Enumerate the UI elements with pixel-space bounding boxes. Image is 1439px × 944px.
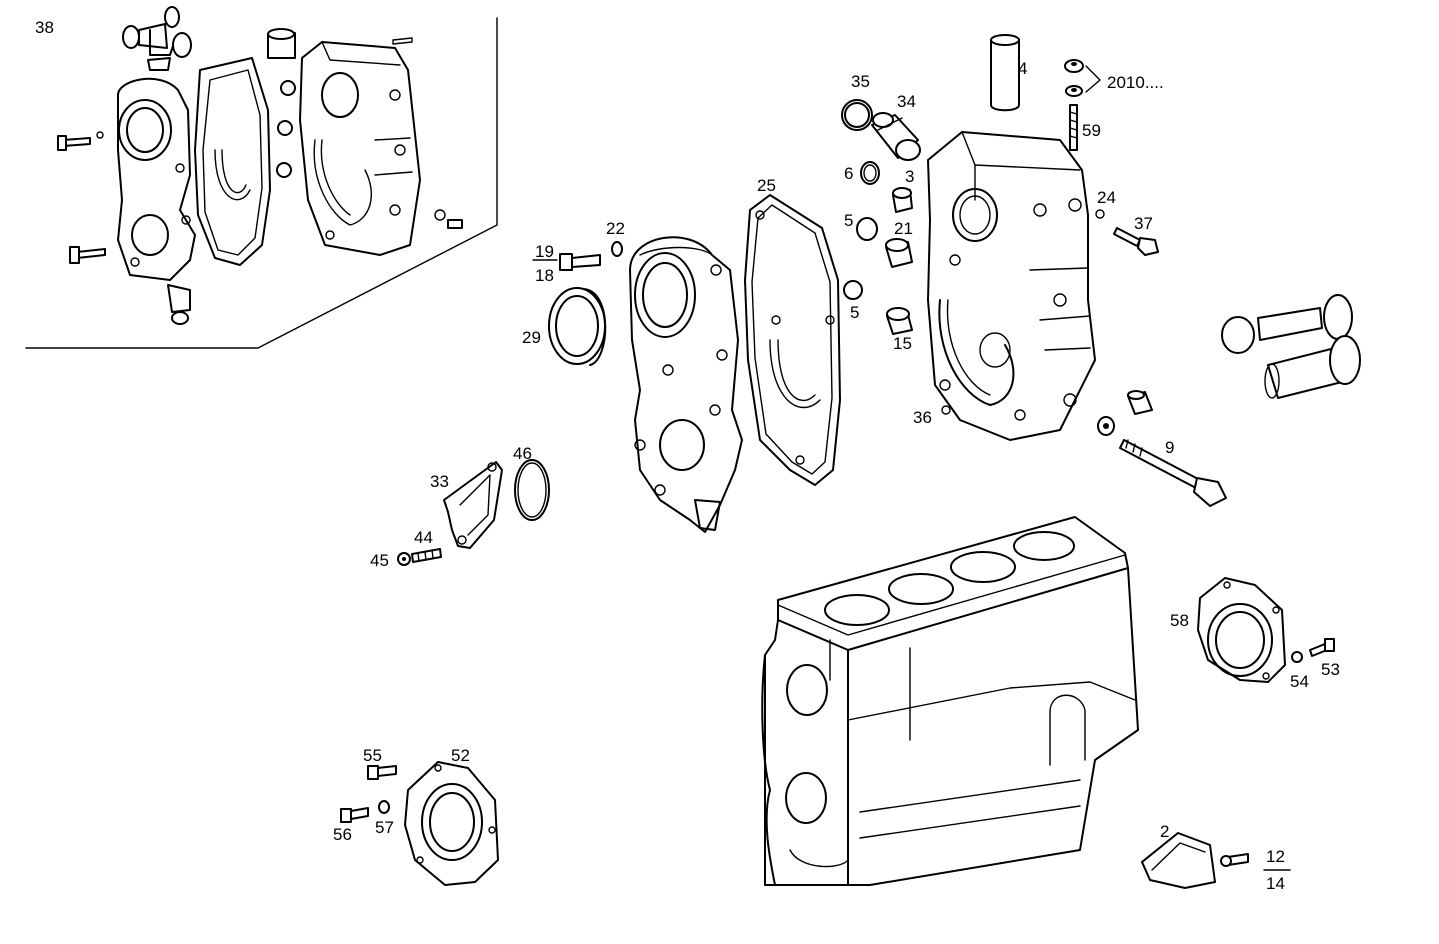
inset-panel (25, 17, 498, 349)
inset-assembly-drawing (57, 6, 463, 325)
label-2: 2 (1160, 822, 1169, 841)
part-52-front-seal-flange (404, 761, 499, 886)
inset-housing (299, 41, 421, 256)
label-34: 34 (897, 92, 916, 111)
label-37: 37 (1134, 214, 1153, 233)
part-19-bolt (559, 253, 601, 271)
part-25-gasket (744, 194, 841, 486)
label-5-upper: 5 (844, 211, 853, 230)
part-59-stud (1069, 104, 1078, 151)
label-56: 56 (333, 825, 352, 844)
inset-bolts (57, 37, 463, 264)
label-52: 52 (451, 746, 470, 765)
label-5-lower: 5 (850, 303, 859, 322)
inset-seal-housing (117, 77, 196, 325)
part-21-bush (885, 238, 913, 268)
label-44: 44 (414, 528, 433, 547)
part-36-plug (941, 405, 951, 415)
label-22: 22 (606, 219, 625, 238)
cap-nut (1127, 390, 1153, 415)
part-9-long-bolt (1119, 439, 1227, 507)
label-36: 36 (913, 408, 932, 427)
label-33: 33 (430, 472, 449, 491)
main-housing (927, 131, 1096, 441)
part-56-bolt (340, 807, 369, 823)
part-53-bolt (1309, 638, 1335, 657)
fraction-bars (532, 259, 1291, 871)
label-18: 18 (535, 266, 554, 285)
label-29: 29 (522, 328, 541, 347)
label-58: 58 (1170, 611, 1189, 630)
callout-labels: 38 2010.... 4 35 34 59 25 6 3 24 37 22 1… (35, 18, 1340, 893)
label-4: 4 (1018, 59, 1027, 78)
part-44-stud (411, 548, 442, 563)
part-46-oring (514, 459, 550, 521)
front-cover-housing (629, 236, 743, 533)
label-55: 55 (363, 746, 382, 765)
label-24: 24 (1097, 188, 1116, 207)
part-15-bush (886, 307, 913, 335)
label-35: 35 (851, 72, 870, 91)
part-12-bolt (1220, 853, 1249, 867)
part-45-nut (397, 552, 411, 566)
label-21: 21 (894, 219, 913, 238)
washer-9 (1097, 416, 1115, 436)
label-19: 19 (535, 242, 554, 261)
part-24-washer (1095, 209, 1105, 219)
part-6-ring (860, 161, 880, 185)
part-54-washer (1291, 651, 1303, 663)
label-15: 15 (893, 334, 912, 353)
part-35-oring (841, 99, 873, 131)
label-38: 38 (35, 18, 54, 37)
part-33-bracket (443, 461, 503, 549)
part-29-seal-ring (548, 287, 607, 366)
label-14: 14 (1266, 874, 1285, 893)
label-57: 57 (375, 818, 394, 837)
inset-gears (122, 6, 192, 71)
inset-rings (267, 28, 296, 178)
part-58-rear-seal-flange (1197, 577, 1286, 683)
label-3: 3 (905, 167, 914, 186)
part-2010-washers (1064, 59, 1101, 97)
part-3-bush (892, 187, 913, 213)
part-4-dowel-sleeve (990, 34, 1020, 112)
part-5-ring-lower (843, 280, 863, 300)
part-34-bushing (871, 112, 921, 161)
part-2-cover-plate (1141, 832, 1216, 889)
label-46: 46 (513, 444, 532, 463)
label-2010: 2010.... (1107, 73, 1164, 92)
part-57-washer (378, 800, 390, 814)
part-22-washer (611, 241, 623, 257)
label-59: 59 (1082, 121, 1101, 140)
part-55-bolt (367, 765, 397, 780)
inset-gasket (194, 57, 271, 266)
label-6: 6 (844, 164, 853, 183)
part-37-bolt (1113, 227, 1159, 256)
label-9: 9 (1165, 438, 1174, 457)
part-5-ring-upper (856, 217, 878, 241)
label-12: 12 (1266, 847, 1285, 866)
engine-block (761, 516, 1139, 886)
idler-gears (1221, 294, 1361, 399)
label-54: 54 (1290, 672, 1309, 691)
label-45: 45 (370, 551, 389, 570)
label-53: 53 (1321, 660, 1340, 679)
label-25: 25 (757, 176, 776, 195)
